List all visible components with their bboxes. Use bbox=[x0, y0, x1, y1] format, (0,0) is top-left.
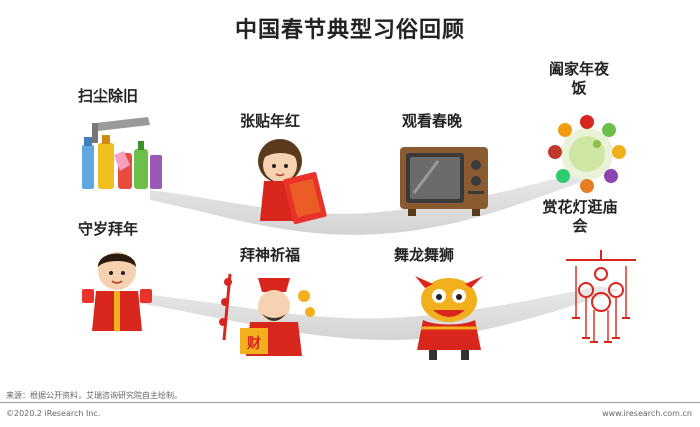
source-note: 来源：根据公开资料，艾瑞咨询研究院自主绘制。 bbox=[6, 391, 182, 400]
custom-label-liondance: 舞龙舞狮 bbox=[394, 246, 455, 264]
wealth-sign: 财 bbox=[246, 335, 261, 352]
lion-dance-icon bbox=[415, 276, 483, 360]
custom-label-dinner: 阖家年夜 饭 bbox=[548, 60, 609, 97]
reunion-dinner-food-icon bbox=[548, 115, 626, 193]
lantern-icon bbox=[566, 250, 636, 343]
custom-label-greeting: 守岁拜年 bbox=[78, 220, 139, 238]
footer-divider bbox=[0, 402, 700, 403]
custom-label-worship: 拜神祈福 bbox=[240, 246, 301, 264]
custom-label-cleaning: 扫尘除旧 bbox=[78, 87, 139, 105]
page-title: 中国春节典型习俗回顾 bbox=[234, 18, 465, 43]
lower-path bbox=[120, 286, 620, 340]
boy-greeting-icon bbox=[82, 252, 152, 331]
cleaning-supplies-icon bbox=[82, 117, 162, 189]
copyright-text: ©2020.2 iResearch Inc. bbox=[6, 409, 101, 418]
website-link[interactable]: www.iresearch.com.cn bbox=[602, 409, 692, 418]
custom-label-gala: 观看春晚 bbox=[402, 112, 463, 130]
custom-label-couplets: 张贴年红 bbox=[240, 112, 301, 130]
custom-label-lantern: 赏花灯逛庙 会 bbox=[542, 198, 618, 235]
television-icon bbox=[400, 147, 488, 216]
god-of-wealth-icon: 财 bbox=[219, 273, 315, 356]
girl-with-couplet-icon bbox=[258, 139, 327, 225]
